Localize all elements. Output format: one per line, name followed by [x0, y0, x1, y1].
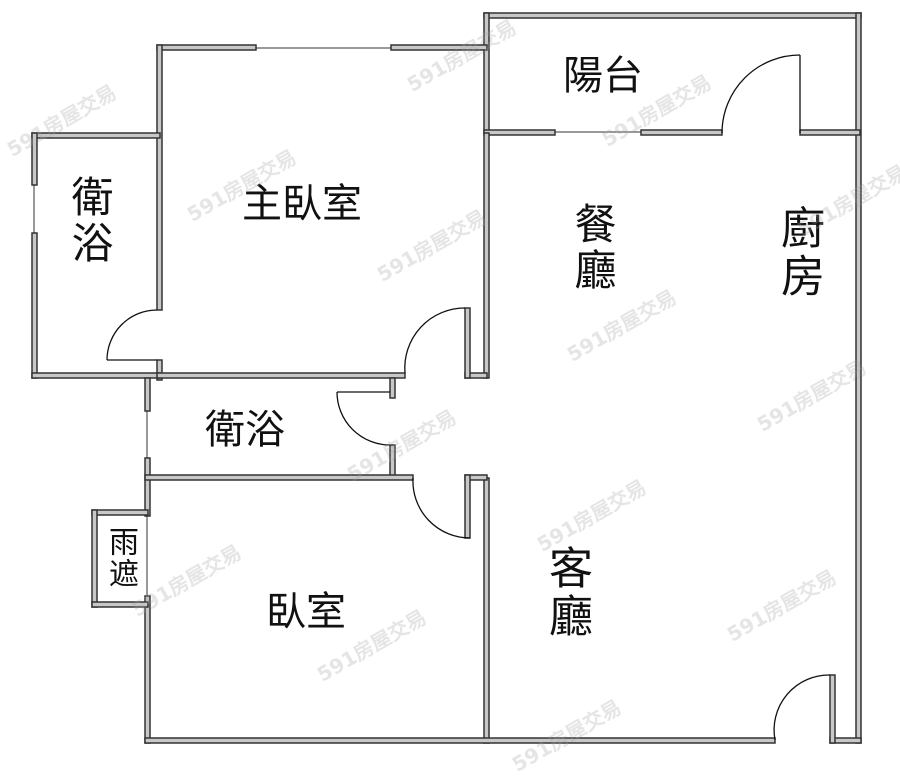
room-label-master-bedroom: 主臥室 — [242, 181, 362, 227]
room-label-master-bath: 衛浴 — [65, 175, 114, 267]
door-swings — [106, 54, 831, 741]
room-label-living-room: 客廳 — [541, 545, 592, 641]
room-label-kitchen: 廚房 — [773, 205, 824, 301]
room-label-bedroom: 臥室 — [266, 589, 346, 635]
windows — [33, 47, 641, 596]
room-label-dining-room: 餐廳 — [568, 202, 617, 294]
room-label-second-bath: 衛浴 — [205, 407, 285, 453]
room-label-balcony: 陽台 — [563, 53, 643, 99]
room-label-rain-shelter: 雨遮 — [103, 526, 138, 590]
walls — [31, 12, 862, 744]
